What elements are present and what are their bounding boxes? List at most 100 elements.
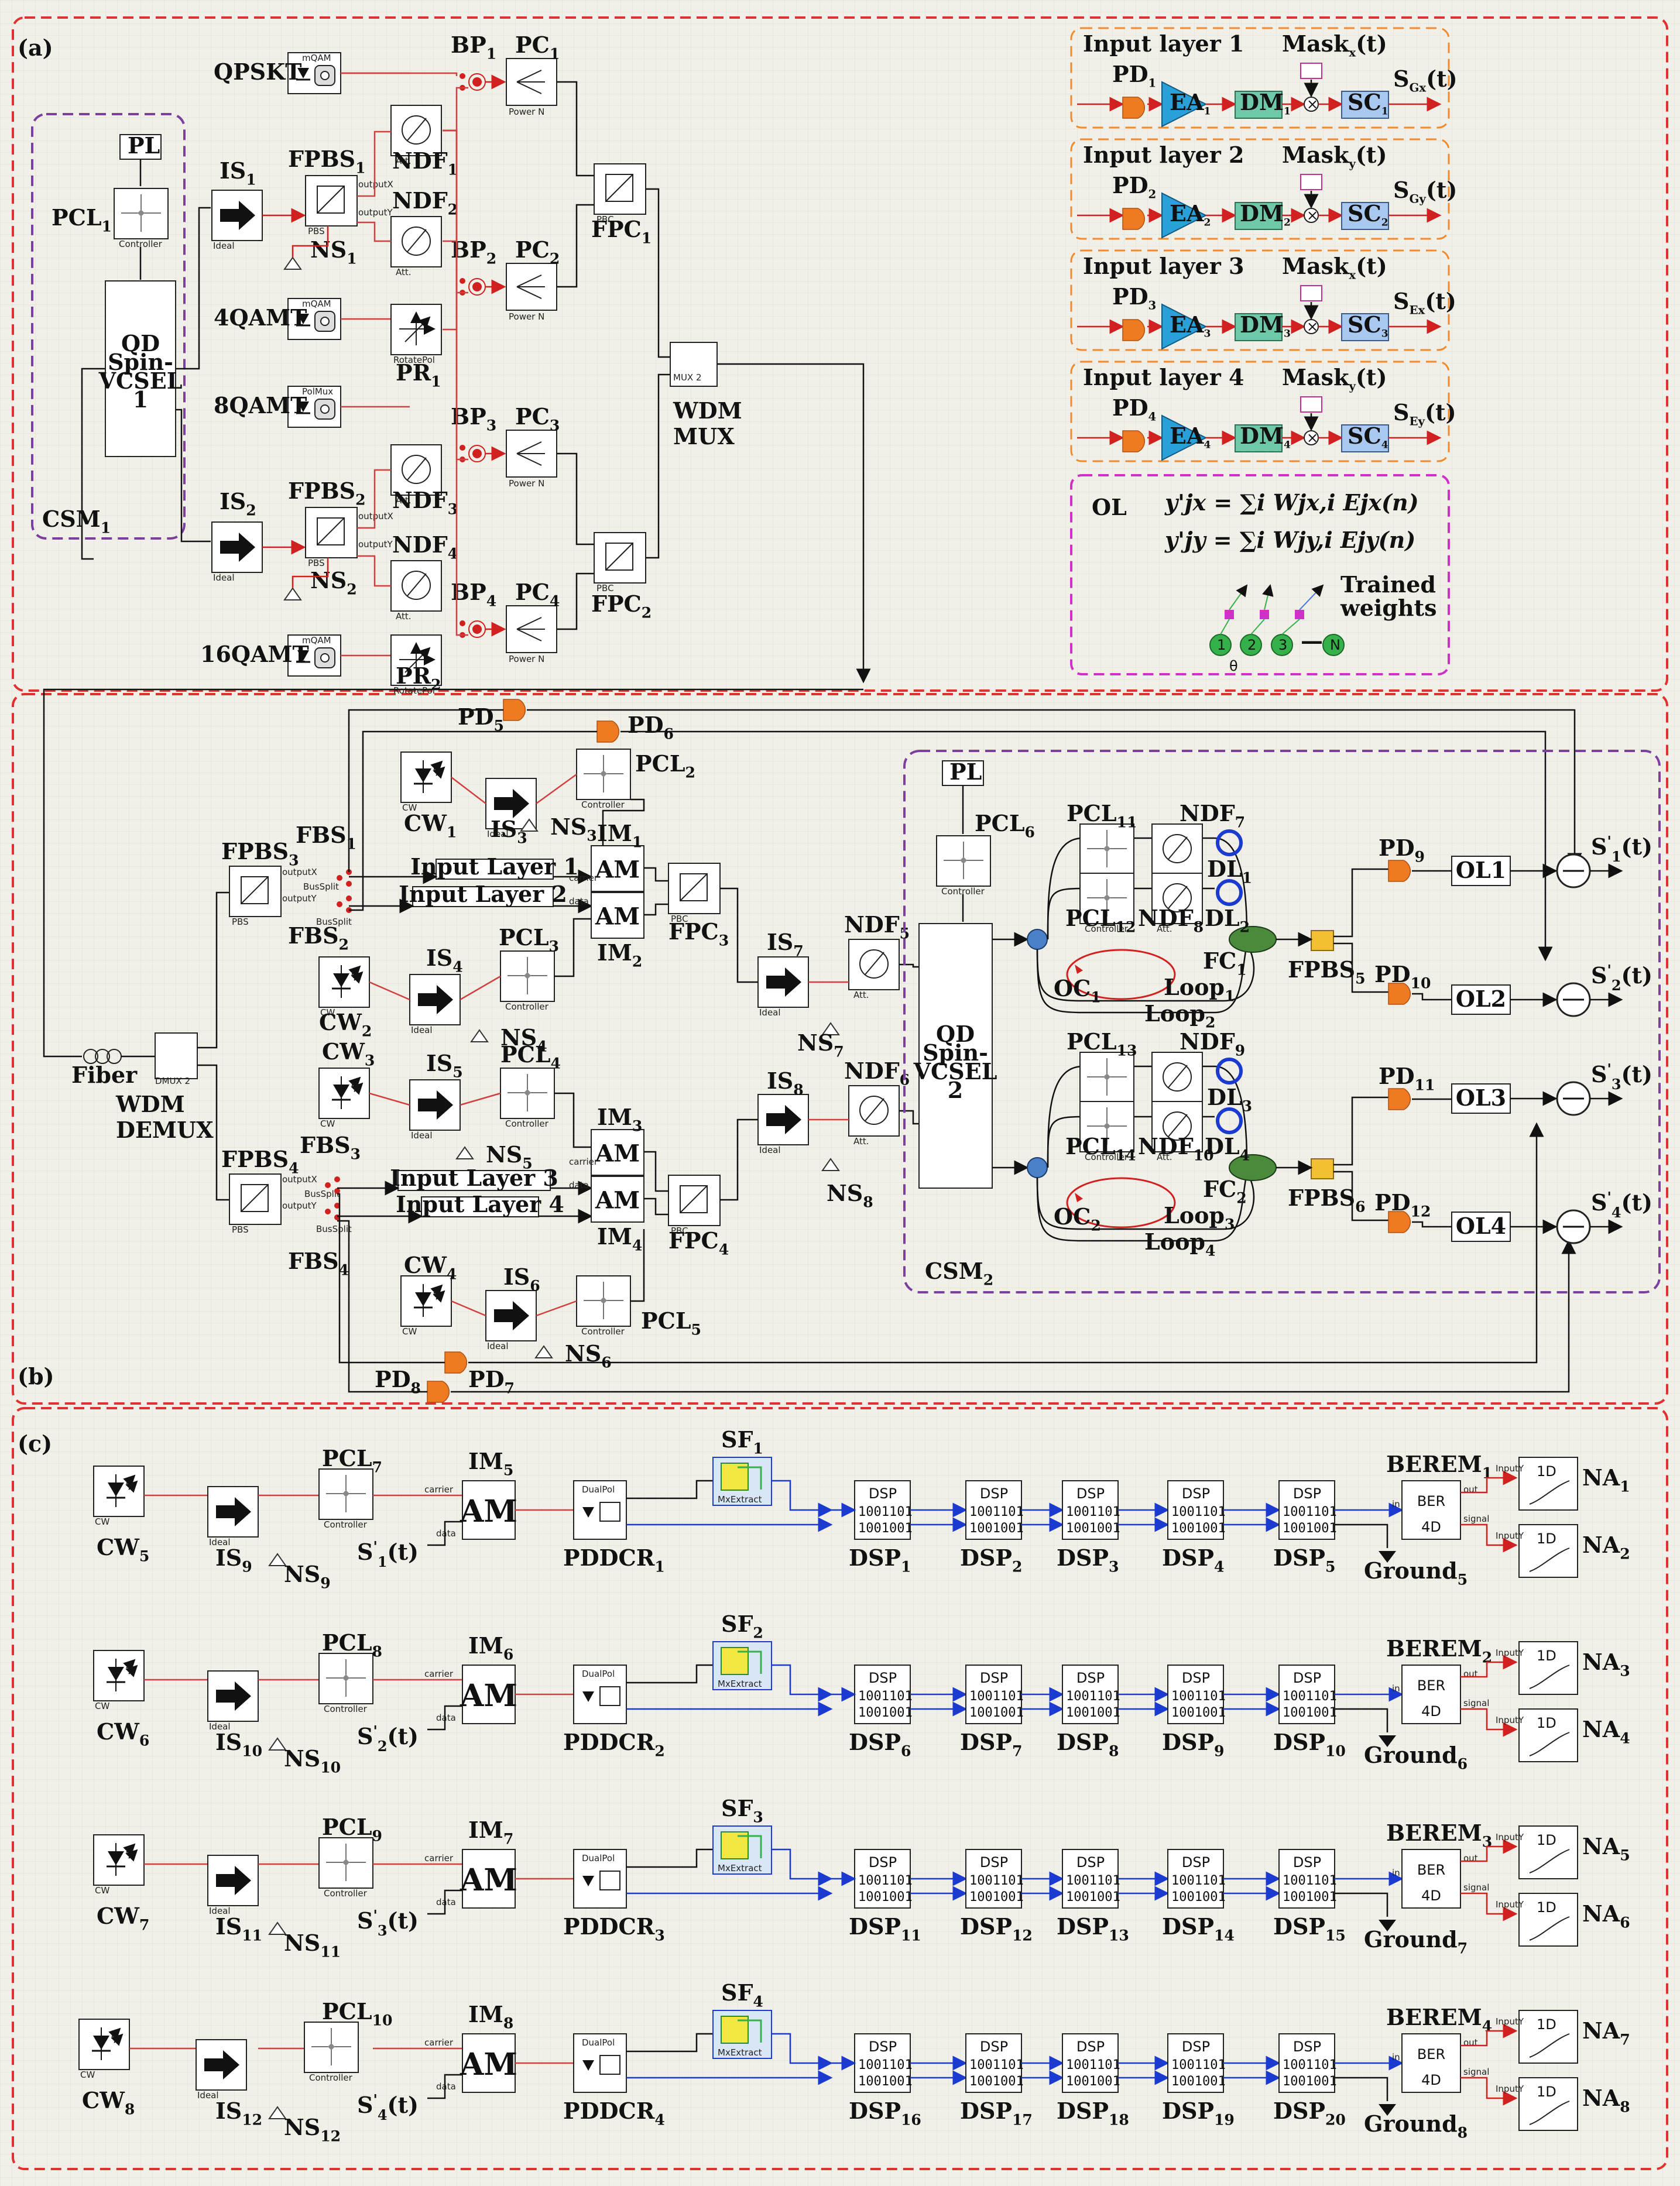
crosshair-center — [1103, 894, 1110, 901]
is3-label: IS3 — [491, 816, 527, 847]
dsp-bits-text: 1001001 — [1283, 2074, 1337, 2089]
dsp-bits-text: 1001001 — [1283, 1521, 1337, 1536]
c-dsp-label: DSP13 — [1057, 1913, 1129, 1944]
ns7-icon — [821, 1022, 840, 1035]
fpbs2-label: FPBS2 — [288, 478, 366, 509]
im4-block — [591, 1176, 644, 1223]
port-label: BusSplit — [304, 1189, 340, 1199]
pcl1-label: PCL1 — [52, 204, 112, 235]
input-layer-3-border — [1070, 249, 1450, 351]
ndf-inner-label: NDF10 — [1138, 1133, 1214, 1164]
combiner-line — [516, 70, 542, 83]
oc-label: OC2 — [1054, 1203, 1101, 1234]
ns2-wire — [292, 558, 329, 588]
port-label: out — [1463, 1669, 1478, 1679]
c-ground-label: Ground5 — [1364, 1557, 1468, 1588]
c-dsp-label: DSP2 — [960, 1545, 1022, 1576]
combiner-line — [516, 441, 542, 454]
vcsel-out-wire — [81, 368, 105, 560]
ndf-inner-label: NDF7 — [1180, 800, 1245, 831]
tx-2-label: 8QAMT — [214, 392, 307, 418]
attenuator-icon — [1163, 1111, 1192, 1141]
c-na-3-0-block — [1518, 2010, 1578, 2064]
loop-lower2 — [1036, 945, 1255, 1002]
dsp-bits-text: 1001001 — [1066, 1705, 1120, 1720]
ns5-icon — [455, 1146, 474, 1159]
crosshair-center — [342, 1674, 349, 1681]
pd-label: PD9 — [1379, 835, 1425, 866]
ndf5-vcsel — [899, 963, 919, 968]
tx-3-label: 16QAMT — [200, 641, 309, 667]
matrix-trace — [738, 2019, 762, 2043]
port-label: Controller — [581, 1326, 625, 1337]
c-ns-label: NS9 — [284, 1561, 331, 1592]
input-layer-2-title: Input layer 2 — [1083, 142, 1244, 168]
port-label: CW — [95, 1701, 109, 1711]
arrow-icon — [216, 1866, 251, 1895]
tx-0-label: QPSKT — [214, 59, 301, 85]
c-na-0-0-block — [1518, 1457, 1578, 1511]
pcl-inner-label: PCL11 — [1067, 800, 1137, 831]
c-pddcr-label: PDDCR2 — [563, 1729, 665, 1760]
fpbs1-label: FPBS1 — [288, 146, 366, 177]
dsp-bits-text: 1001101 — [1171, 2058, 1226, 2072]
sc-label: SC2 — [1348, 200, 1388, 228]
vcsel1-text: QD — [121, 330, 160, 356]
panel-b-tag: (b) — [18, 1363, 54, 1389]
sc-block — [1341, 91, 1389, 119]
pcl-inner-label: PCL14 — [1065, 1133, 1136, 1164]
junction-dot — [334, 1176, 340, 1182]
port-label: CW — [402, 1326, 417, 1337]
vcsel2-text: Spin- — [923, 1039, 988, 1066]
port-label: carrier — [569, 1157, 598, 1167]
attenuator-icon — [1163, 883, 1192, 912]
port-label: carrier — [424, 1853, 454, 1864]
emission-ray — [111, 2033, 124, 2046]
ol-edge — [1281, 619, 1300, 635]
pl2-box — [942, 760, 984, 786]
splitter-cube — [241, 1184, 269, 1212]
ber-text: BER — [1417, 2046, 1445, 2063]
ns6-label: NS6 — [565, 1340, 612, 1371]
port-label: CW — [320, 1118, 335, 1129]
port-label: RotatePol — [393, 685, 435, 696]
dsp-icon-text: DSP — [980, 1485, 1008, 1502]
port-label: Ideal — [209, 1537, 231, 1547]
c-im-3-block — [462, 2033, 516, 2093]
pcl4-im3 — [554, 1092, 591, 1148]
ns3-icon — [520, 818, 539, 832]
il-pd-icon — [1122, 430, 1145, 452]
port-label: InputY — [1496, 1715, 1524, 1725]
arrow-icon — [216, 1681, 251, 1711]
ns1-icon — [283, 256, 302, 270]
dsp-bits-text: 1001001 — [1066, 2074, 1120, 2089]
output-s1-label: S'1(t) — [1591, 833, 1652, 865]
oc-label: OC1 — [1054, 975, 1101, 1006]
port-label: PBS — [308, 226, 325, 236]
pl-box — [119, 134, 162, 160]
c-pcl-label: PCL7 — [322, 1445, 382, 1476]
dsp-bits-text: 1001101 — [1066, 1689, 1120, 1704]
port-label: data — [569, 1180, 589, 1190]
matrix-trace — [738, 1466, 762, 1490]
port-label: Ideal — [759, 1145, 781, 1155]
c-na-label: NA2 — [1582, 1532, 1630, 1563]
pd-11-icon — [1388, 1088, 1411, 1110]
port-label: DualPol — [582, 1669, 615, 1679]
bandpass-ring — [468, 620, 486, 638]
is-pcl — [536, 773, 577, 805]
mask-label: Maskx(t) — [1282, 30, 1387, 59]
pcl6-label: PCL6 — [975, 810, 1035, 841]
loop-label: Loop3 — [1164, 1202, 1235, 1233]
modulator-ring — [320, 404, 330, 414]
port-label: data — [436, 1528, 456, 1539]
qpsk-to-bp — [341, 72, 458, 76]
c-ber-na — [1460, 1523, 1518, 1553]
mask-label: Masky(t) — [1282, 142, 1387, 170]
pd-12-icon — [1388, 1211, 1411, 1233]
combiner-line — [516, 617, 542, 630]
input-layer-4-border — [1070, 361, 1450, 462]
photodiode-icon — [582, 2060, 594, 2071]
pcl3-label: PCL3 — [499, 924, 559, 955]
dsp-bits-text: 1001001 — [858, 1521, 913, 1536]
